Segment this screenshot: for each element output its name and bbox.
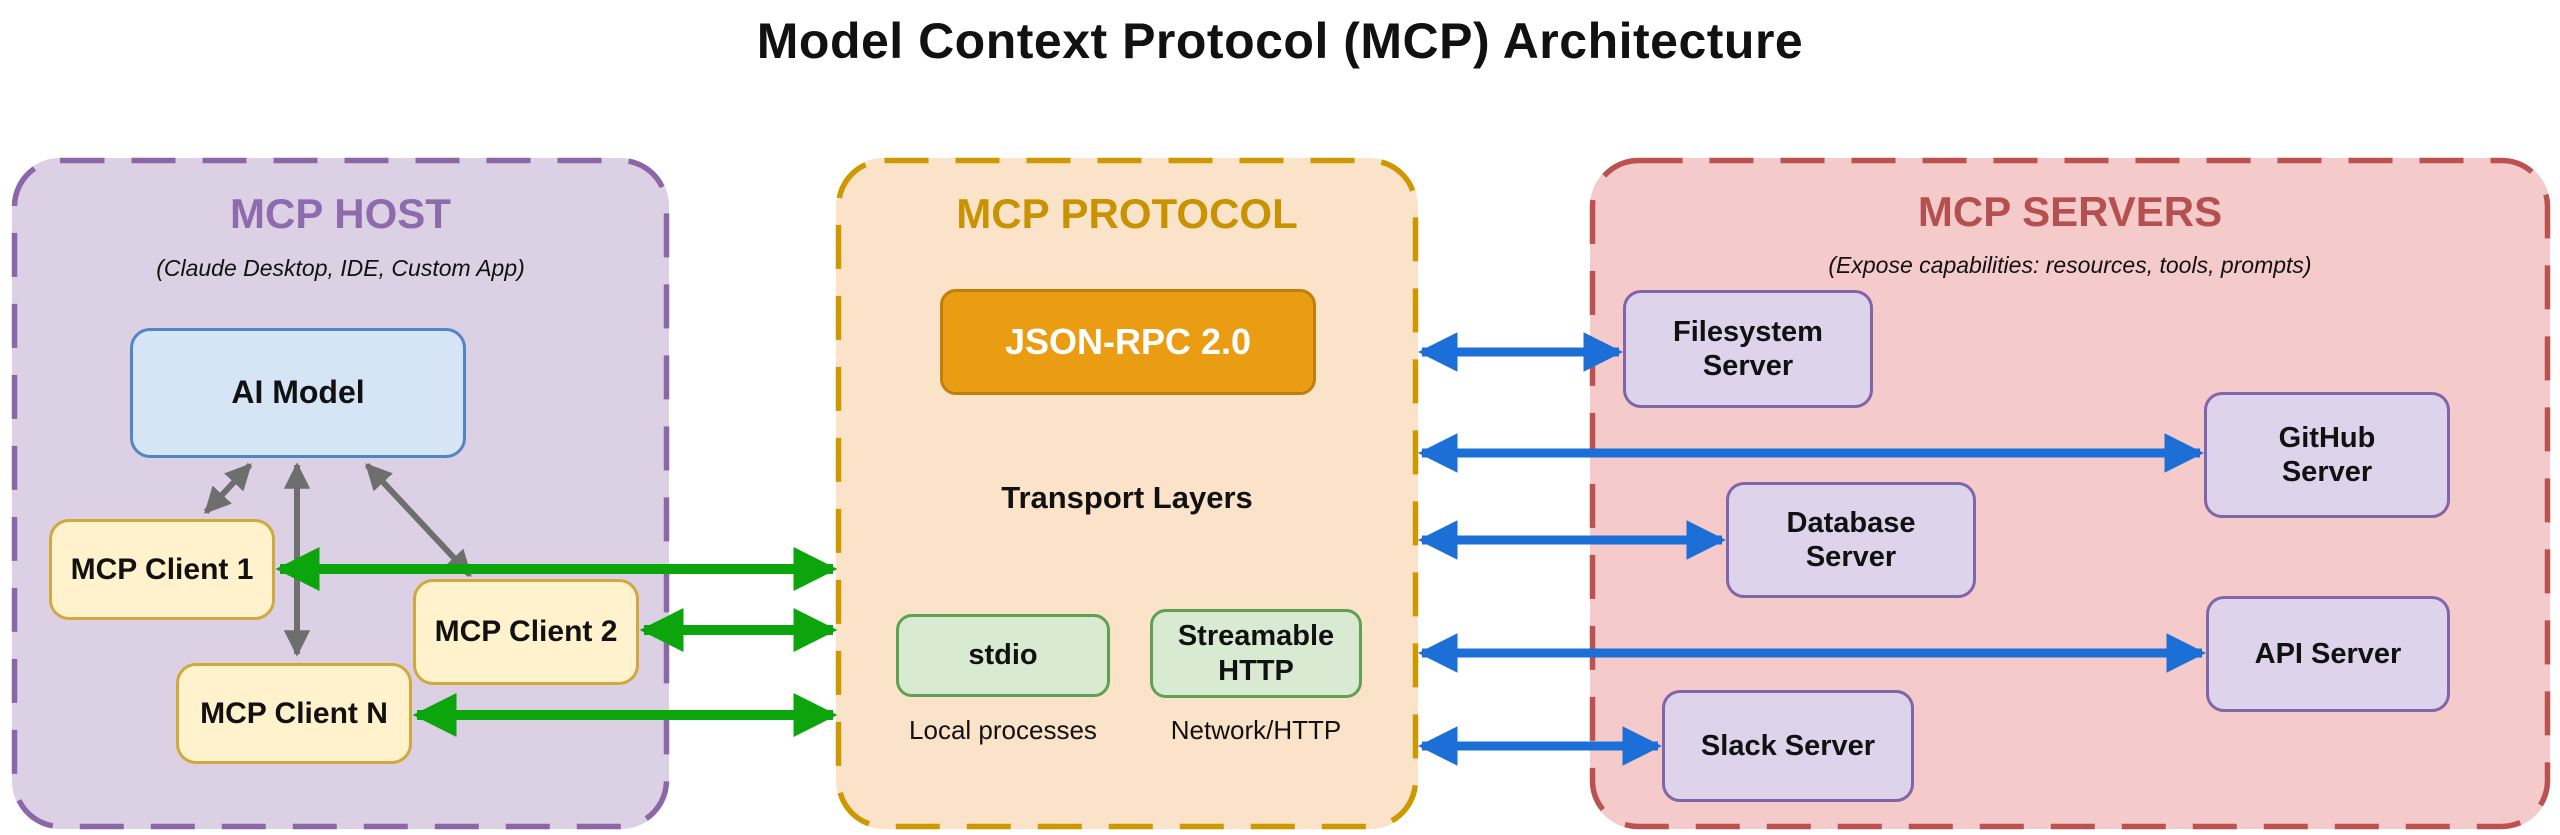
api-server-label: API Server bbox=[2254, 637, 2402, 670]
github-server-box: GitHub Server bbox=[2204, 392, 2450, 518]
mcp-host-subtitle: (Claude Desktop, IDE, Custom App) bbox=[156, 255, 525, 281]
diagram-title: Model Context Protocol (MCP) Architectur… bbox=[756, 13, 1804, 69]
mcp-servers-container: MCP SERVERS (Expose capabilities: resour… bbox=[1590, 158, 2550, 829]
github-server-label: GitHub Server bbox=[2278, 421, 2376, 488]
mcp-client-2-label: MCP Client 2 bbox=[434, 615, 618, 649]
filesystem-server-box: Filesystem Server bbox=[1623, 290, 1873, 408]
stdio-label: stdio bbox=[968, 639, 1038, 672]
stdio-transport-box: stdio bbox=[896, 614, 1110, 697]
mcp-client-1-box: MCP Client 1 bbox=[49, 519, 275, 620]
stdio-caption: Local processes bbox=[909, 715, 1097, 745]
streamable-http-caption: Network/HTTP bbox=[1170, 715, 1342, 745]
mcp-protocol-container: MCP PROTOCOL JSON-RPC 2.0 Transport Laye… bbox=[836, 158, 1418, 829]
mcp-protocol-title: MCP PROTOCOL bbox=[956, 190, 1298, 237]
json-rpc-box: JSON-RPC 2.0 bbox=[940, 289, 1316, 395]
ai-model-label: AI Model bbox=[231, 374, 365, 411]
mcp-client-n-label: MCP Client N bbox=[200, 696, 388, 730]
slack-server-box: Slack Server bbox=[1662, 690, 1914, 802]
api-server-box: API Server bbox=[2206, 596, 2450, 712]
mcp-host-container: MCP HOST (Claude Desktop, IDE, Custom Ap… bbox=[12, 158, 669, 829]
database-server-box: Database Server bbox=[1726, 482, 1976, 598]
streamable-http-label: Streamable HTTP bbox=[1177, 620, 1335, 687]
streamable-http-transport-box: Streamable HTTP bbox=[1150, 609, 1362, 698]
mcp-client-n-box: MCP Client N bbox=[176, 663, 412, 764]
transport-layers-heading: Transport Layers bbox=[1001, 480, 1253, 515]
filesystem-server-label: Filesystem Server bbox=[1673, 315, 1823, 382]
database-server-label: Database Server bbox=[1786, 506, 1916, 573]
mcp-client-1-label: MCP Client 1 bbox=[70, 552, 254, 586]
json-rpc-label: JSON-RPC 2.0 bbox=[1004, 320, 1252, 362]
mcp-servers-subtitle: (Expose capabilities: resources, tools, … bbox=[1828, 252, 2312, 278]
mcp-servers-title: MCP SERVERS bbox=[1917, 188, 2223, 235]
slack-server-label: Slack Server bbox=[1700, 729, 1876, 762]
ai-model-box: AI Model bbox=[130, 328, 466, 458]
mcp-host-title: MCP HOST bbox=[230, 190, 451, 237]
mcp-client-2-box: MCP Client 2 bbox=[413, 579, 639, 685]
